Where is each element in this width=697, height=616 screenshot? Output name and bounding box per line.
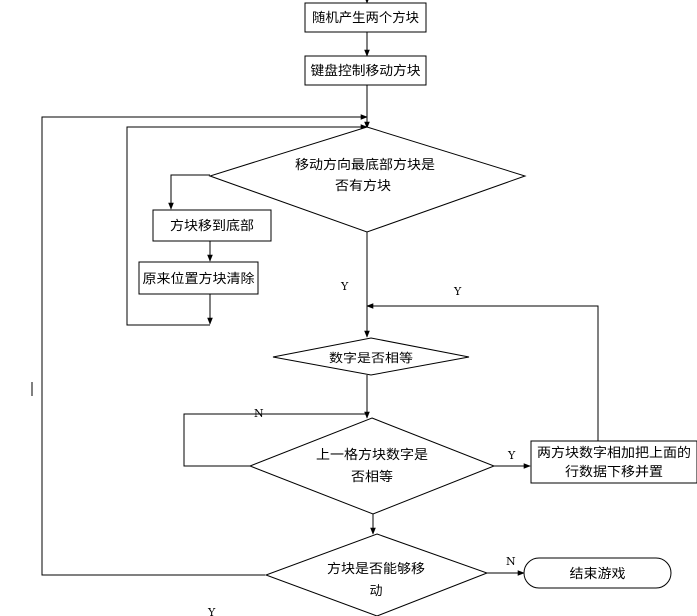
node-merge: 两方块数字相加把上面的 行数据下移并置 — [530, 440, 697, 484]
node-generate-box — [304, 2, 427, 33]
loop-back-to-check-bottom — [126, 124, 368, 326]
node-move-bottom-text: 方块移到底部 — [170, 218, 254, 234]
label-y-merge-top: Y — [453, 285, 462, 298]
node-upper-equal-text-2: 否相等 — [351, 469, 393, 485]
node-can-move-text-2: 动 — [369, 584, 382, 599]
merge-return-line — [366, 303, 599, 441]
node-keyboard-text: 键盘控制移动方块 — [311, 63, 421, 79]
node-merge-box — [530, 440, 697, 484]
node-clear-original: 原来位置方块清除 — [138, 261, 259, 295]
node-move-bottom-box — [152, 209, 272, 242]
label-n-upper: N — [254, 407, 264, 420]
node-keyboard-box — [304, 55, 427, 86]
node-upper-equal-text-1: 上一格方块数字是 — [316, 447, 428, 463]
edge-labels: Y Y N Y N Y — [207, 280, 516, 616]
node-end-game-text: 结束游戏 — [570, 567, 626, 582]
node-check-bottom-text-2: 否有方块 — [335, 178, 391, 194]
outer-loop-left — [41, 114, 368, 576]
node-clear-original-box — [138, 261, 259, 295]
node-check-bottom: 移动方向最底部方块是 否有方块 — [208, 126, 527, 233]
node-end-game: 结束游戏 — [523, 557, 672, 589]
label-y-upper: Y — [507, 449, 516, 462]
node-clear-original-text: 原来位置方块清除 — [143, 271, 255, 287]
node-merge-text-1: 两方块数字相加把上面的 — [537, 445, 691, 461]
node-generate: 随机产生两个方块 — [304, 2, 427, 33]
node-can-move-text-1: 方块是否能够移 — [327, 561, 425, 577]
label-n-can-move: N — [506, 555, 516, 568]
loop-upper-no — [183, 413, 367, 467]
arrow-check-bottom-to-move-bottom — [168, 174, 210, 210]
node-can-move: 方块是否能够移 动 — [264, 533, 489, 616]
connectors — [31, 0, 599, 576]
node-keyboard: 键盘控制移动方块 — [304, 55, 427, 86]
node-upper-equal: 上一格方块数字是 否相等 — [248, 417, 496, 515]
node-numbers-equal: 数字是否相等 — [272, 337, 470, 376]
node-generate-text: 随机产生两个方块 — [312, 10, 419, 26]
node-upper-equal-diamond — [248, 417, 496, 515]
node-merge-text-2: 行数据下移并置 — [565, 465, 663, 480]
node-numbers-equal-diamond — [272, 337, 470, 376]
node-move-bottom: 方块移到底部 — [152, 209, 272, 242]
node-check-bottom-text-1: 移动方向最底部方块是 — [295, 157, 435, 173]
node-numbers-equal-text: 数字是否相等 — [329, 350, 413, 365]
label-y-can-move: Y — [207, 606, 216, 616]
node-can-move-diamond — [264, 533, 489, 616]
label-y-bottom: Y — [340, 280, 349, 293]
node-end-game-terminator — [523, 557, 672, 589]
node-check-bottom-diamond — [208, 126, 527, 233]
